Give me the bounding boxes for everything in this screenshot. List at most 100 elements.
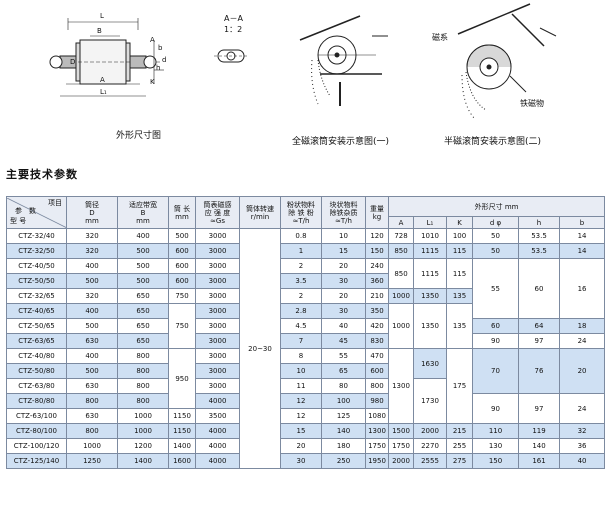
cell-l1: 1115 <box>413 243 447 259</box>
diagram-area: B L A L₁ D A b d h K A－A 1：2 外形尺寸图 全磁滚筒安… <box>0 0 610 158</box>
cell-powder: 30 <box>280 453 322 469</box>
cell-powder: 12 <box>280 408 322 424</box>
cell-field: 3000 <box>195 378 240 394</box>
cell-model: CTZ-63/100 <box>6 408 67 424</box>
cell-dphi: 130 <box>472 438 519 454</box>
cell-weight: 800 <box>365 378 389 394</box>
header-l1: L₁ <box>413 216 447 229</box>
cell-a: 850 <box>388 243 414 259</box>
cell-field: 3500 <box>195 408 240 424</box>
cell-field: 4000 <box>195 393 240 409</box>
header-line: 筒 长 <box>173 204 191 213</box>
outline-caption: 外形尺寸图 <box>116 131 162 141</box>
cell-block: 20 <box>321 258 366 274</box>
header-line: 除铁杂质 <box>329 208 358 217</box>
cell-block: 10 <box>321 228 366 244</box>
header-powder: 粉状物料除 铁 粉≈T/h <box>280 196 322 229</box>
corner-item: 项目 <box>48 198 62 207</box>
cell-weight: 470 <box>365 348 389 364</box>
cell-weight: 120 <box>365 228 389 244</box>
header-line: mm <box>175 212 189 221</box>
table-row: CTZ-63/65 630 650 3000 7 45 830 90 97 24 <box>6 333 606 349</box>
header-line: 筒表磁感 <box>203 200 232 209</box>
table-row: CTZ-63/100 630 1000 1150 3500 12 125 108… <box>6 408 605 424</box>
header-line: 除 铁 粉 <box>288 208 314 217</box>
cell-belt: 1400 <box>117 453 169 469</box>
header-b: b <box>558 216 606 229</box>
cell-a: 1750 <box>388 438 414 454</box>
cell-model: CTZ-32/50 <box>6 243 67 259</box>
corner-params: 参 数 <box>15 206 36 215</box>
cell-belt: 800 <box>117 393 169 409</box>
cell-l1: 1350 <box>413 303 447 349</box>
cell-block: 65 <box>321 363 366 379</box>
cell-weight: 360 <box>365 273 389 289</box>
cell-h: 53.5 <box>518 243 560 259</box>
cell-h: 97 <box>518 393 560 424</box>
header-block: 块状物料除铁杂质≈T/h <box>321 196 366 229</box>
cell-weight: 830 <box>365 333 389 349</box>
section-label: A－A <box>224 14 243 23</box>
cell-belt: 500 <box>117 258 169 274</box>
cell-field: 3000 <box>195 273 240 289</box>
header-line: ≈T/h <box>335 216 352 225</box>
cell-dia: 500 <box>66 273 118 289</box>
cell-field: 3000 <box>195 363 240 379</box>
cell-a: 850 <box>388 258 414 289</box>
cell-field: 4000 <box>195 423 240 439</box>
cell-dia: 630 <box>66 378 118 394</box>
half-magnetic-caption: 半磁滚筒安装示意图(二) <box>444 137 542 147</box>
cell-belt: 800 <box>117 363 169 379</box>
cell-belt: 1200 <box>117 438 169 454</box>
cell-belt: 650 <box>117 318 169 334</box>
cell-a: 1300 <box>388 348 414 424</box>
header-line: 适应带宽 <box>129 200 157 209</box>
cell-a: 1500 <box>388 423 414 439</box>
header-line: kg <box>372 212 382 221</box>
cell-b: 16 <box>558 258 606 319</box>
cell-weight: 350 <box>365 303 389 319</box>
cell-belt: 800 <box>117 378 169 394</box>
cell-h: 97 <box>518 333 560 349</box>
cell-powder: 8 <box>280 348 322 364</box>
full-magnetic-caption: 全磁滚筒安装示意图(一) <box>292 137 390 147</box>
table-row: CTZ-100/120 1000 1200 1400 4000 20 180 1… <box>6 438 606 454</box>
cell-weight: 1750 <box>365 438 389 454</box>
cell-l1: 2000 <box>413 423 447 439</box>
cell-belt: 500 <box>117 243 169 259</box>
scale-label: 1：2 <box>224 25 243 34</box>
cell-l1: 2555 <box>413 453 447 469</box>
cell-dphi: 50 <box>472 243 519 259</box>
half-magnetic-drawing <box>457 3 557 119</box>
cell-powder: 4.5 <box>280 318 322 334</box>
cell-a: 2000 <box>388 453 414 469</box>
cell-model: CTZ-40/50 <box>6 258 67 274</box>
cell-l1: 1730 <box>413 378 447 424</box>
cell-dphi: 70 <box>472 348 519 394</box>
cell-powder: 10 <box>280 363 322 379</box>
cell-weight: 210 <box>365 288 389 304</box>
cell-b: 32 <box>558 423 606 439</box>
cell-dia: 320 <box>66 288 118 304</box>
dim-k: K <box>150 78 155 86</box>
header-outline: 外形尺寸 mm <box>387 196 606 217</box>
cell-powder: 2 <box>280 258 322 274</box>
cell-weight: 1080 <box>365 408 389 424</box>
cell-length: 600 <box>168 258 196 274</box>
header-line: B <box>140 208 146 217</box>
header-line: mm <box>136 216 150 225</box>
cell-powder: 20 <box>280 438 322 454</box>
header-line: 筒体转速 <box>246 204 274 213</box>
cell-dia: 800 <box>66 423 118 439</box>
cell-block: 40 <box>321 318 366 334</box>
header-line: 应 强 度 <box>204 208 231 217</box>
cell-block: 100 <box>321 393 366 409</box>
cell-dia: 320 <box>66 243 118 259</box>
cell-h: 60 <box>518 258 560 319</box>
cell-block: 30 <box>321 273 366 289</box>
cell-model: CTZ-32/65 <box>6 288 67 304</box>
cell-k: 135 <box>446 303 473 349</box>
cell-model: CTZ-100/120 <box>6 438 67 454</box>
